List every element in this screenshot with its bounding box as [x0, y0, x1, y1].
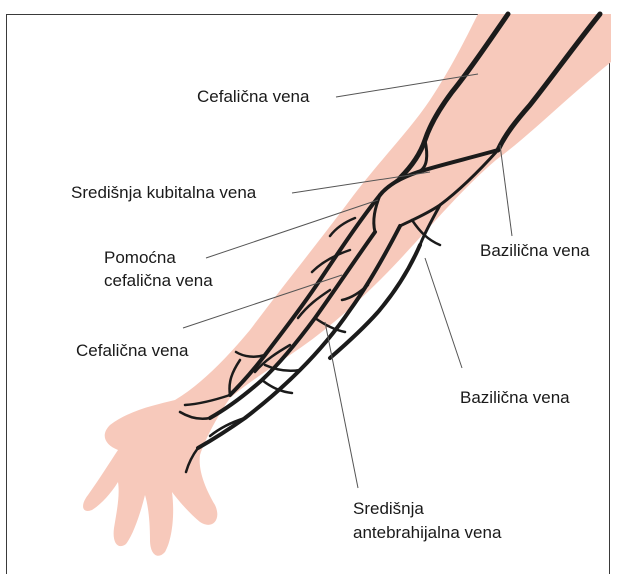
label-cephalic-vein-upper: Cefalična vena	[197, 86, 309, 108]
label-basilic-vein-upper: Bazilična vena	[480, 240, 590, 262]
label-basilic-vein-forearm: Bazilična vena	[460, 387, 570, 409]
label-median-antebrachial-vein-line1: Središnja	[353, 498, 424, 520]
label-median-antebrachial-vein-line2: antebrahijalna vena	[353, 522, 501, 544]
label-median-cubital-vein: Središnja kubitalna vena	[71, 182, 256, 204]
label-cephalic-vein-forearm: Cefalična vena	[76, 340, 188, 362]
leader-basilic-forearm	[425, 258, 462, 368]
label-accessory-cephalic-vein-line2: cefalična vena	[104, 270, 213, 292]
leader-basilic-upper	[500, 145, 512, 236]
label-accessory-cephalic-vein-line1: Pomoćna	[104, 247, 176, 269]
